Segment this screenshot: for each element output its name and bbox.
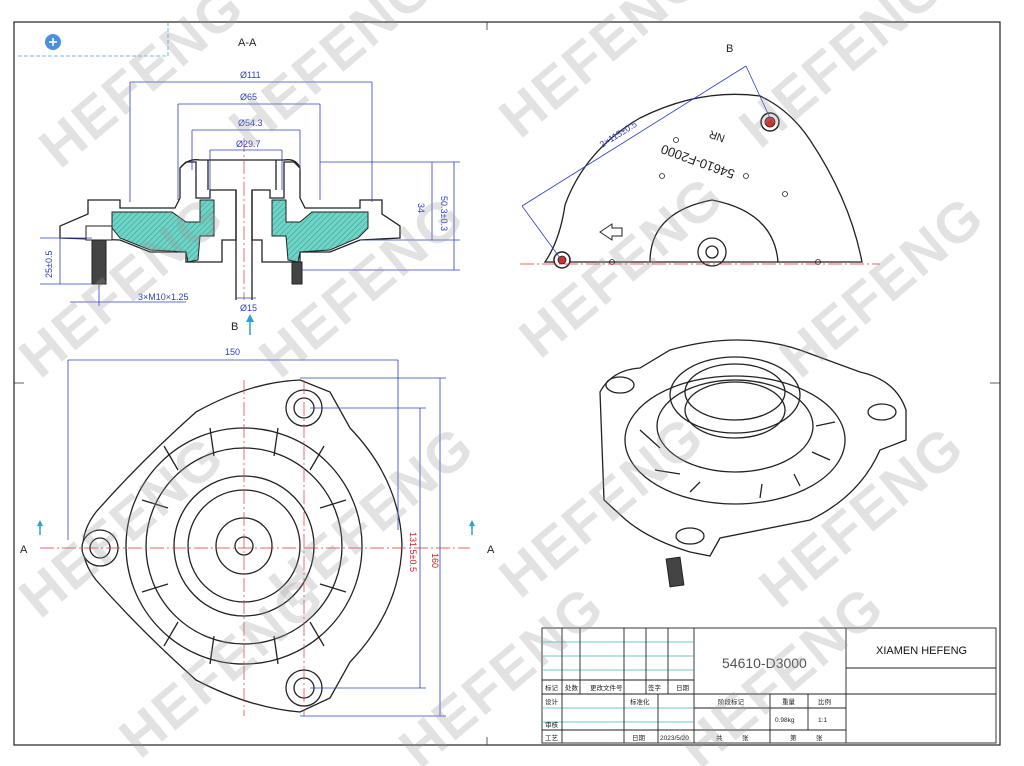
svg-text:更改文件号: 更改文件号 (590, 683, 623, 692)
sheet-border (13, 21, 1001, 746)
dim-slope: 2×115±0.5 (598, 119, 639, 150)
svg-text:A: A (487, 544, 495, 556)
border-ticks (14, 22, 1000, 745)
svg-text:处数: 处数 (565, 683, 579, 692)
dim-h50-3: 50.3±0.3 (439, 196, 449, 231)
section-dimensions: Ø111 Ø65 Ø54.3 Ø29.7 Ø15 34 50.3±0.3 25±… (40, 70, 460, 313)
svg-text:HEFENG: HEFENG (767, 183, 995, 389)
svg-text:重量: 重量 (782, 698, 796, 706)
svg-text:HEFENG: HEFENG (107, 563, 335, 766)
title-part-number: 54610-D3000 (722, 655, 807, 671)
svg-text:共: 共 (716, 733, 723, 742)
svg-text:日期: 日期 (632, 734, 646, 742)
svg-text:张: 张 (816, 733, 823, 742)
dim-h131-5: 131.5±0.5 (408, 532, 418, 572)
dim-thread: 3×M10×1.25 (138, 292, 189, 302)
isometric-view (599, 339, 907, 588)
svg-text:工艺: 工艺 (545, 734, 559, 742)
section-label: A-A (238, 37, 257, 49)
watermark-layer: HEFENG HEFENG HEFENG HEFENG HEFENG HEFEN… (7, 0, 995, 766)
dim-d111: Ø111 (240, 70, 261, 80)
view-b-label: B (726, 43, 733, 55)
svg-text:A: A (20, 544, 28, 556)
title-mass: 0.98kg (775, 717, 795, 724)
svg-text:标记: 标记 (545, 683, 559, 692)
title-date: 2023/5/20 (660, 735, 689, 742)
title-scale: 1:1 (818, 717, 827, 724)
view-b-arrow: B (231, 314, 254, 335)
svg-text:张: 张 (742, 733, 749, 742)
svg-text:比例: 比例 (818, 697, 831, 706)
svg-text:HEFENG: HEFENG (27, 0, 255, 179)
svg-text:日期: 日期 (676, 684, 690, 692)
svg-text:标准化: 标准化 (630, 697, 650, 706)
svg-text:HEFENG: HEFENG (727, 0, 955, 159)
dim-h160: 160 (430, 553, 440, 568)
title-block: 标记 处数 更改文件号 签字 日期 设计 标准化 审核 工艺 日期 2023/5… (541, 627, 997, 744)
svg-text:HEFENG: HEFENG (7, 423, 235, 629)
dim-d65: Ø65 (240, 92, 257, 102)
plus-circle-icon[interactable] (45, 34, 61, 50)
title-company: XIAMEN HEFENG (876, 645, 967, 657)
part-marking-sub: NR (708, 127, 727, 144)
svg-text:签字: 签字 (648, 683, 662, 692)
dim-h34: 34 (416, 203, 426, 213)
dim-d29-7: Ø29.7 (236, 139, 261, 149)
dim-h25: 25±0.5 (44, 251, 54, 278)
svg-text:设计: 设计 (545, 697, 559, 706)
svg-text:第: 第 (790, 733, 797, 742)
section-markers: A A (20, 520, 495, 556)
dim-d54-3: Ø54.3 (238, 118, 263, 128)
svg-text:B: B (231, 321, 238, 333)
dim-w150: 150 (225, 347, 240, 357)
svg-text:HEFENG: HEFENG (387, 573, 615, 766)
dim-d15: Ø15 (240, 303, 257, 313)
svg-text:阶段标记: 阶段标记 (718, 697, 745, 706)
svg-text:审核: 审核 (545, 720, 559, 729)
front-view-dimensions: 150 160 131.5±0.5 (67, 347, 446, 717)
section-view (59, 138, 401, 300)
selection-box[interactable] (18, 22, 169, 57)
